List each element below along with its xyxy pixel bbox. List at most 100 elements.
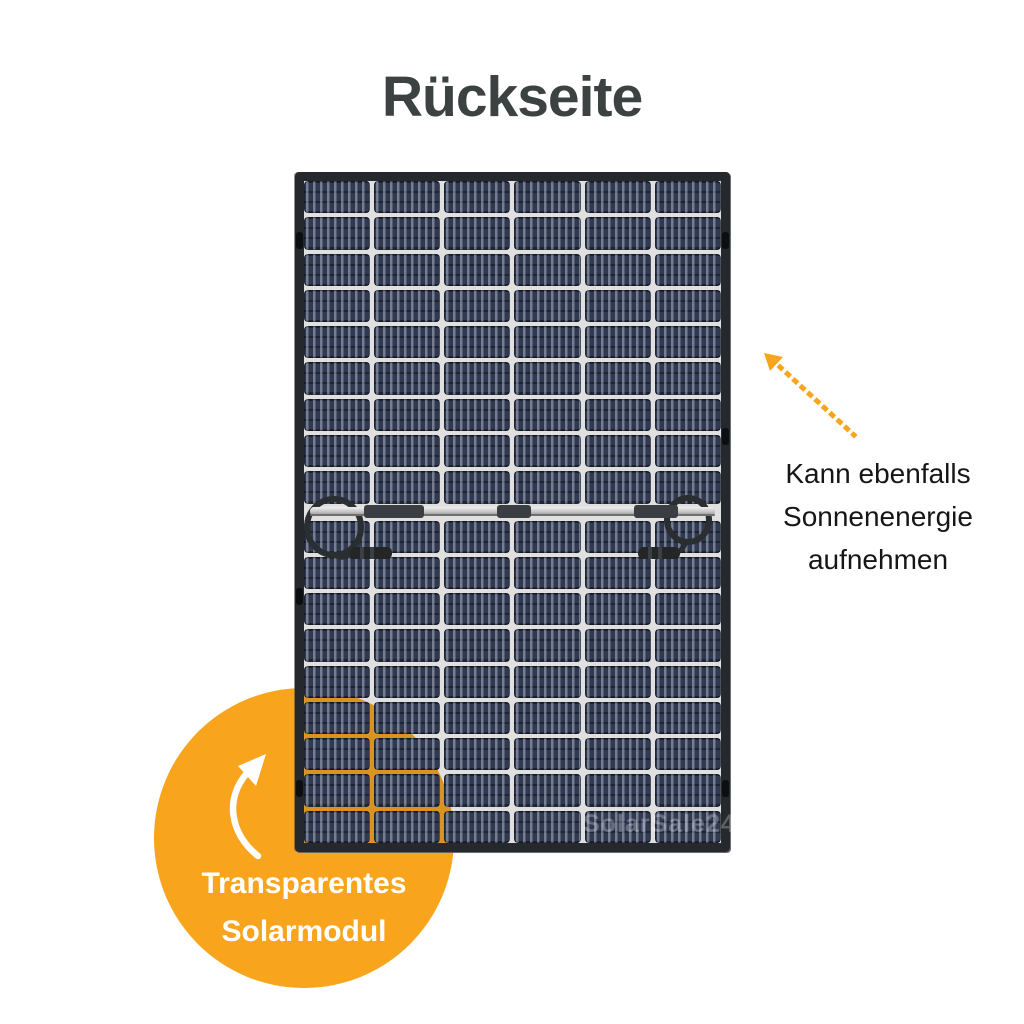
solar-cell [514, 738, 581, 771]
solar-cell [374, 556, 441, 590]
solar-cell [514, 398, 581, 431]
right-annotation-text: Kann ebenfalls Sonnenenergie aufnehmen [760, 452, 996, 581]
solar-cell [444, 253, 511, 286]
watermark: SolarSale24 [583, 810, 736, 838]
cell-grid-bottom [304, 520, 721, 843]
solar-cell [584, 774, 651, 807]
page-title: Rückseite [381, 65, 643, 129]
solar-cell [654, 181, 721, 214]
annotation-line2: Sonnenenergie [783, 501, 973, 532]
cell-grid-top [304, 181, 721, 504]
solar-panel-back: SolarSale24 [295, 172, 735, 852]
solar-cell [374, 738, 441, 771]
solar-cell [654, 556, 721, 590]
solar-cell [374, 471, 441, 504]
solar-cell [444, 289, 511, 323]
solar-cell [514, 556, 581, 590]
solar-cell [444, 181, 511, 214]
solar-cell [374, 217, 441, 250]
junction-rail-and-cables-icon [304, 495, 715, 560]
solar-cell [374, 629, 441, 662]
solar-cell [584, 665, 651, 698]
solar-cell [444, 738, 511, 771]
frame-mount-tab [722, 428, 729, 445]
solar-cell [654, 774, 721, 807]
solar-cell [444, 701, 511, 735]
frame-mount-tab [296, 232, 303, 249]
solar-cell [374, 701, 441, 735]
solar-cell [304, 289, 371, 323]
solar-cell [654, 362, 721, 395]
solar-cell [654, 629, 721, 662]
solar-cell [514, 520, 581, 553]
solar-cell [584, 738, 651, 771]
solar-cell [654, 665, 721, 698]
frame-mount-tab [722, 780, 729, 797]
solar-cell [654, 398, 721, 431]
solar-cell [584, 289, 651, 323]
solar-cell [654, 738, 721, 771]
solar-cell [584, 471, 651, 504]
solar-cell [654, 326, 721, 359]
right-annotation: Kann ebenfalls Sonnenenergie aufnehmen [760, 348, 996, 581]
solar-cell [584, 434, 651, 468]
solar-cell [444, 665, 511, 698]
solar-cell [444, 362, 511, 395]
solar-cell [514, 629, 581, 662]
solar-cell [584, 701, 651, 735]
solar-cell [304, 774, 371, 807]
solar-cell [654, 810, 721, 843]
solar-cell [584, 217, 651, 250]
solar-cell [514, 471, 581, 504]
solar-cell [514, 326, 581, 359]
solar-cell [444, 326, 511, 359]
solar-cell [304, 701, 371, 735]
solar-cell [304, 810, 371, 843]
solar-cell [514, 217, 581, 250]
solar-cell [444, 774, 511, 807]
badge-label-line2: Solarmodul [221, 915, 387, 948]
solar-cell [584, 253, 651, 286]
curved-arrow-up-right-icon [229, 754, 266, 860]
solar-cell [514, 774, 581, 807]
solar-cell [584, 181, 651, 214]
solar-cell [584, 810, 651, 843]
solar-cell [444, 217, 511, 250]
solar-cell [584, 398, 651, 431]
solar-cell [304, 326, 371, 359]
annotation-line3: aufnehmen [807, 544, 949, 575]
solar-cell [374, 434, 441, 468]
solar-cell [374, 665, 441, 698]
frame-mount-tab [296, 780, 303, 797]
solar-cell [654, 593, 721, 626]
solar-cell [444, 593, 511, 626]
solar-cell [374, 774, 441, 807]
solar-cell [304, 593, 371, 626]
solar-cell [444, 398, 511, 431]
frame-mount-tab [722, 232, 729, 249]
solar-cell [374, 362, 441, 395]
solar-cell [514, 593, 581, 626]
solar-cell [584, 362, 651, 395]
solar-cell [374, 810, 441, 843]
solar-cell [304, 362, 371, 395]
solar-cell [654, 434, 721, 468]
solar-cell [654, 217, 721, 250]
solar-cell [304, 556, 371, 590]
solar-cell [374, 326, 441, 359]
solar-cell [514, 434, 581, 468]
solar-cell [304, 253, 371, 286]
solar-cell [304, 665, 371, 698]
solar-cell [444, 471, 511, 504]
solar-cell [654, 471, 721, 504]
solar-cell [514, 253, 581, 286]
solar-cell [654, 253, 721, 286]
solar-cell [304, 181, 371, 214]
badge-label-line1: Transparentes [201, 867, 407, 900]
solar-cell [304, 217, 371, 250]
solar-cell [584, 556, 651, 590]
solar-cell [444, 629, 511, 662]
solar-cell [514, 665, 581, 698]
solar-cell [374, 593, 441, 626]
solar-cell [304, 398, 371, 431]
